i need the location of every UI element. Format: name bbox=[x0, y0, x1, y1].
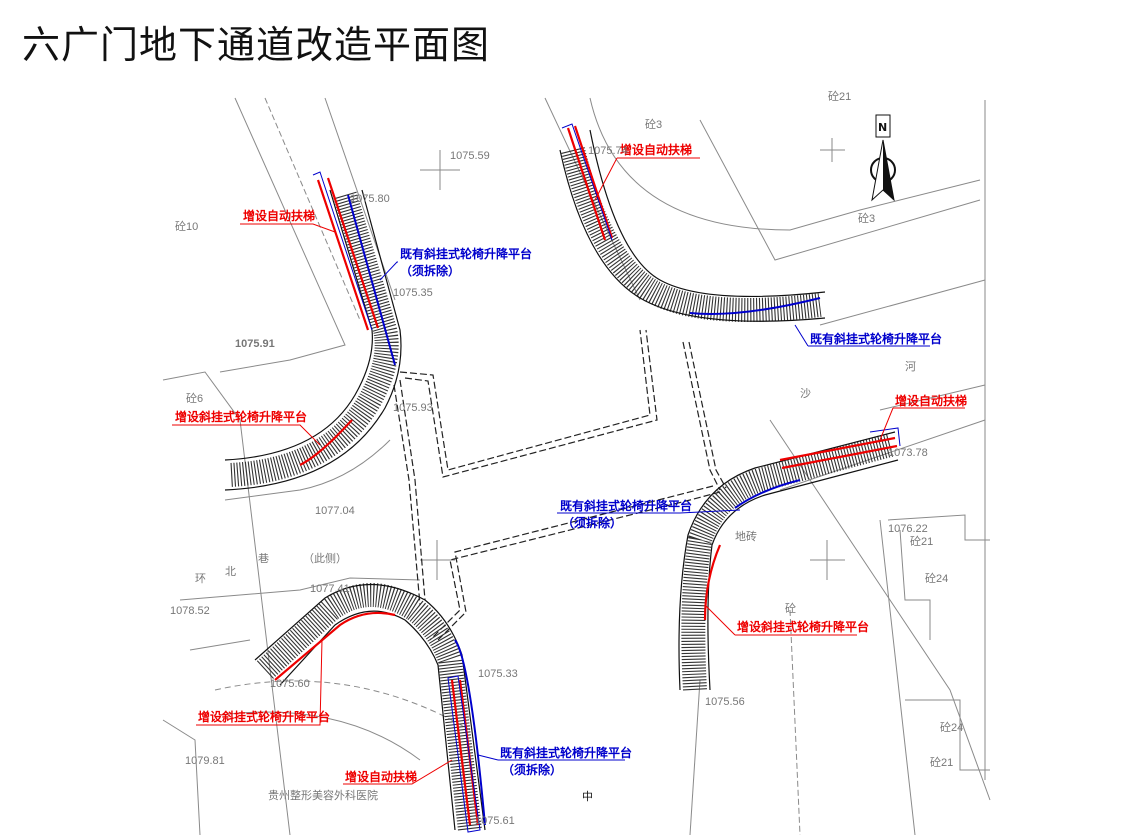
entrance-northeast bbox=[559, 123, 826, 322]
leader-lines bbox=[172, 157, 965, 785]
svg-text:1075.93: 1075.93 bbox=[393, 402, 433, 414]
svg-text:砼6: 砼6 bbox=[186, 392, 203, 405]
svg-text:1076.22: 1076.22 bbox=[888, 523, 928, 535]
svg-text:1075.56: 1075.56 bbox=[705, 696, 745, 708]
elevation-labels: 1075.59 1075.80 1075.35 1075.91 1075.93 … bbox=[170, 145, 928, 827]
label-add-escalator-sw: 增设自动扶梯 bbox=[345, 769, 417, 784]
label-add-escalator-ne: 增设自动扶梯 bbox=[620, 142, 692, 157]
svg-text:N: N bbox=[878, 121, 887, 134]
svg-text:砼10: 砼10 bbox=[175, 220, 198, 233]
svg-text:沙: 沙 bbox=[800, 387, 811, 400]
svg-text:砼21: 砼21 bbox=[930, 756, 953, 769]
new-escalator bbox=[316, 179, 370, 331]
svg-text:环: 环 bbox=[195, 573, 206, 585]
svg-text:1077.04: 1077.04 bbox=[315, 505, 355, 517]
place-names: 砼10 砼6 砼3 砼3 砼21 砼21 砼24 砼24 砼21 砼 河 沙 地… bbox=[175, 90, 963, 803]
svg-text:河: 河 bbox=[905, 360, 916, 373]
svg-text:巷: 巷 bbox=[258, 552, 269, 565]
label-add-lift-e: 增设斜挂式轮椅升降平台 bbox=[737, 619, 869, 634]
north-arrow-icon: N bbox=[870, 114, 896, 202]
entrance-southwest bbox=[254, 583, 486, 833]
svg-text:1073.78: 1073.78 bbox=[888, 447, 928, 459]
svg-text:砼24: 砼24 bbox=[940, 721, 963, 734]
svg-text:1075.91: 1075.91 bbox=[235, 338, 275, 350]
label-remove-nw: （须拆除） bbox=[400, 263, 460, 278]
svg-text:1075.74: 1075.74 bbox=[588, 145, 628, 157]
label-existing-lift-nw: 既有斜挂式轮椅升降平台 bbox=[400, 246, 532, 261]
label-existing-lift-s: 既有斜挂式轮椅升降平台 bbox=[500, 745, 632, 760]
svg-text:砼3: 砼3 bbox=[645, 118, 662, 131]
svg-text:砼21: 砼21 bbox=[910, 535, 933, 548]
svg-text:1079.81: 1079.81 bbox=[185, 755, 225, 767]
svg-text:（此侧）: （此侧） bbox=[303, 552, 347, 565]
svg-text:砼3: 砼3 bbox=[858, 212, 875, 225]
drawing-title: 六广门地下通道改造平面图 bbox=[22, 23, 491, 67]
label-add-lift-sw: 增设斜挂式轮椅升降平台 bbox=[198, 709, 330, 724]
label-add-lift-nw: 增设斜挂式轮椅升降平台 bbox=[175, 409, 307, 424]
svg-text:1075.35: 1075.35 bbox=[393, 287, 433, 299]
svg-text:北: 北 bbox=[225, 565, 236, 578]
entrance-east bbox=[678, 427, 901, 691]
label-existing-lift-ne: 既有斜挂式轮椅升降平台 bbox=[810, 331, 942, 346]
svg-text:1075.59: 1075.59 bbox=[450, 150, 490, 162]
new-lift bbox=[299, 419, 353, 466]
svg-text:1075.60: 1075.60 bbox=[270, 678, 310, 690]
label-add-escalator-nw: 增设自动扶梯 bbox=[243, 208, 315, 223]
label-existing-lift-center: 既有斜挂式轮椅升降平台 bbox=[560, 498, 692, 513]
entrance-northwest bbox=[224, 171, 402, 491]
existing-lift bbox=[347, 194, 396, 366]
svg-text:中: 中 bbox=[582, 790, 593, 803]
svg-text:砼24: 砼24 bbox=[925, 572, 948, 585]
label-add-escalator-e: 增设自动扶梯 bbox=[895, 393, 967, 408]
underground-corridor bbox=[393, 329, 727, 641]
svg-text:贵州整形美容外科医院: 贵州整形美容外科医院 bbox=[268, 788, 378, 802]
svg-text:砼: 砼 bbox=[785, 602, 796, 615]
svg-text:1077.41: 1077.41 bbox=[310, 583, 350, 595]
svg-text:地砖: 地砖 bbox=[735, 529, 757, 543]
svg-text:1075.33: 1075.33 bbox=[478, 668, 518, 680]
svg-text:砼21: 砼21 bbox=[828, 90, 851, 103]
label-remove-s: （须拆除） bbox=[502, 762, 562, 777]
svg-text:1078.52: 1078.52 bbox=[170, 605, 210, 617]
svg-text:1075.80: 1075.80 bbox=[350, 193, 390, 205]
label-remove-center: （须拆除） bbox=[562, 515, 622, 530]
svg-text:1075.61: 1075.61 bbox=[475, 815, 515, 827]
